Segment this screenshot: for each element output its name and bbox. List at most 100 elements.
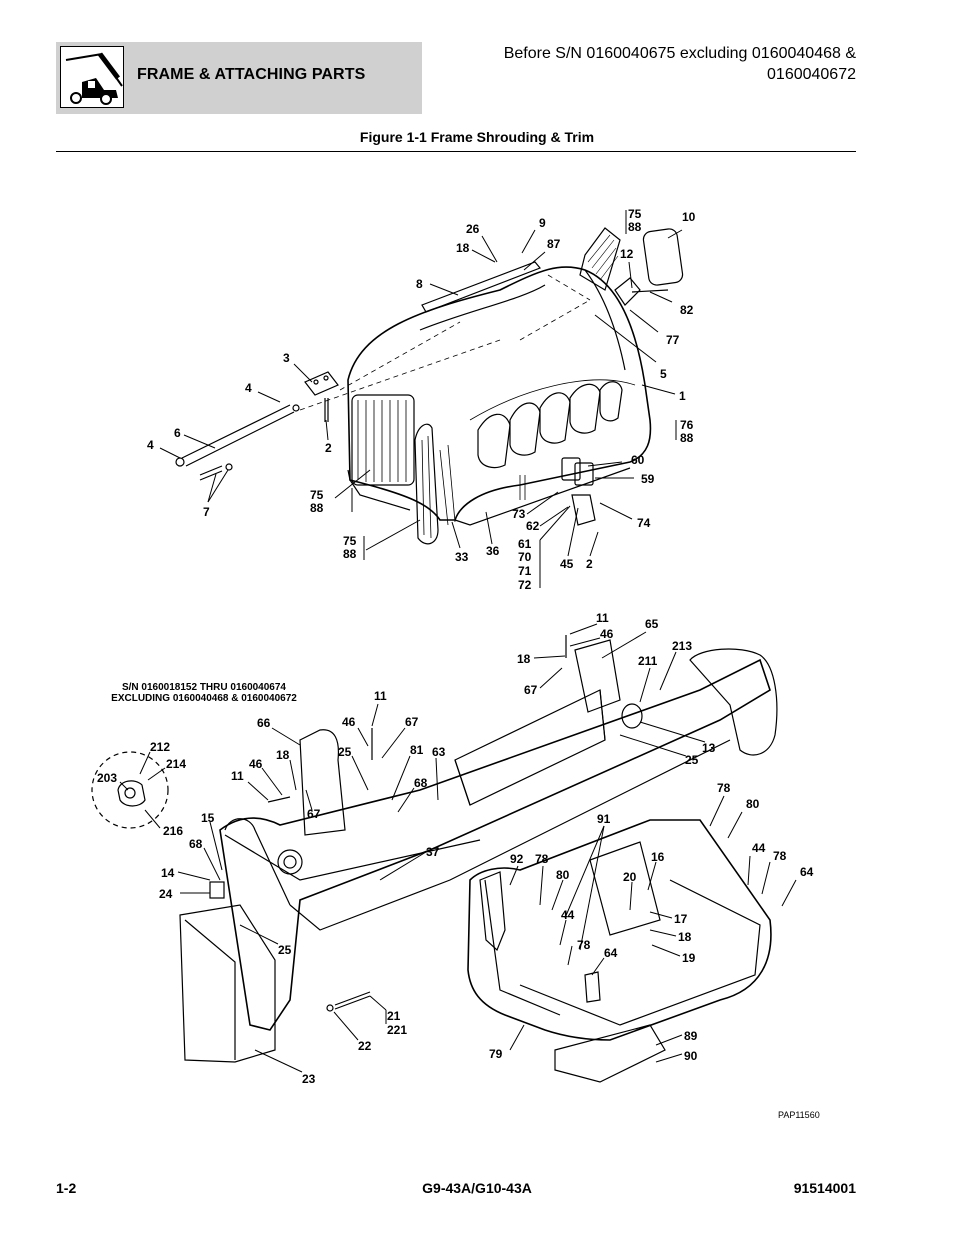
- callout: 1: [679, 389, 686, 403]
- header-rule: [56, 151, 856, 152]
- callout: 44: [752, 841, 766, 855]
- callout: 75: [343, 534, 357, 548]
- callout: 82: [680, 303, 694, 317]
- callout: 88: [343, 547, 357, 561]
- callout: 90: [684, 1049, 698, 1063]
- callout: 18: [678, 930, 692, 944]
- callout: 16: [651, 850, 665, 864]
- callout: 76: [680, 418, 694, 432]
- callout: 4: [245, 381, 252, 395]
- callout: 25: [278, 943, 292, 957]
- callout: 12: [620, 247, 634, 261]
- callout: 5: [660, 367, 667, 381]
- callout: 77: [666, 333, 680, 347]
- callout: 88: [310, 501, 324, 515]
- callout: 78: [717, 781, 731, 795]
- callout: 75: [310, 488, 324, 502]
- callout: 92: [510, 852, 524, 866]
- callout: 79: [489, 1047, 503, 1061]
- callout: 44: [561, 908, 575, 922]
- callout: 213: [672, 639, 692, 653]
- callout: 67: [524, 683, 538, 697]
- callout: 11: [231, 769, 244, 783]
- callout: 74: [637, 516, 651, 530]
- callout: 65: [645, 617, 659, 631]
- callout: 18: [456, 241, 470, 255]
- callout: 88: [680, 431, 694, 445]
- serial-note-line1: Before S/N 0160040675 excluding 01600404…: [503, 45, 856, 62]
- callout: 59: [641, 472, 655, 486]
- leader-lines: [119, 210, 797, 1073]
- callout: 71: [518, 564, 532, 578]
- callout: 45: [560, 557, 574, 571]
- footer-page-number: 1-2: [56, 1180, 77, 1196]
- callout: 20: [623, 870, 637, 884]
- callout: 73: [512, 507, 526, 521]
- serial-note-line2: 0160040672: [767, 66, 856, 83]
- callout: 33: [455, 550, 469, 564]
- callout: 8: [416, 277, 423, 291]
- callout: 15: [201, 811, 215, 825]
- callout: 11: [596, 611, 609, 625]
- callout: 216: [163, 824, 183, 838]
- callout: 2: [586, 557, 593, 571]
- callout: 81: [410, 743, 424, 757]
- callout: 18: [276, 748, 290, 762]
- serial-range-line1: S/N 0160018152 THRU 0160040674: [121, 682, 286, 693]
- callout: 2: [325, 441, 332, 455]
- footer-model: G9-43A/G10-43A: [422, 1180, 532, 1196]
- footer-manual-number: 91514001: [793, 1180, 856, 1196]
- callout: 6: [174, 426, 181, 440]
- callout: 46: [600, 627, 614, 641]
- callout: 18: [517, 652, 531, 666]
- callout: 62: [526, 519, 540, 533]
- callout: 75: [628, 207, 642, 221]
- callout: 91: [597, 812, 611, 826]
- callout: 221: [387, 1023, 407, 1037]
- frame-assembly: [91, 635, 778, 1083]
- callout: 61: [518, 537, 532, 551]
- serial-note: Before S/N 0160040675 excluding 01600404…: [396, 43, 856, 85]
- callout: 22: [358, 1039, 372, 1053]
- callout: 68: [414, 776, 428, 790]
- figure-title: Figure 1-1 Frame Shrouding & Trim: [359, 129, 595, 145]
- callout: 10: [682, 210, 696, 224]
- callout: 13: [702, 741, 716, 755]
- callout: 3: [283, 351, 290, 365]
- callout: 21: [387, 1009, 401, 1023]
- callout: 26: [466, 222, 480, 236]
- callout: 19: [682, 951, 696, 965]
- callout: 66: [257, 716, 271, 730]
- section-title: FRAME & ATTACHING PARTS: [137, 66, 366, 83]
- callout: 72: [518, 578, 532, 592]
- callout: 7: [203, 505, 210, 519]
- callout: 212: [150, 740, 170, 754]
- callout: 80: [746, 797, 760, 811]
- drawing-id: PAP11560: [778, 1110, 820, 1120]
- callout: 25: [338, 745, 352, 759]
- callout: 17: [674, 912, 688, 926]
- callout: 89: [684, 1029, 698, 1043]
- callout: 80: [556, 868, 570, 882]
- callout: 37: [426, 845, 440, 859]
- callout: 46: [249, 757, 263, 771]
- callout: 60: [631, 453, 645, 467]
- callout: 64: [800, 865, 814, 879]
- callout: 88: [628, 220, 642, 234]
- callout: 24: [159, 887, 173, 901]
- callout: 67: [307, 807, 321, 821]
- callout: 67: [405, 715, 419, 729]
- callout: 11: [374, 689, 387, 703]
- callout: 9: [539, 216, 546, 230]
- callout: 203: [97, 771, 117, 785]
- callout: 46: [342, 715, 356, 729]
- serial-range-note: S/N 0160018152 THRU 0160040674 EXCLUDING…: [64, 682, 344, 704]
- callout: 78: [773, 849, 787, 863]
- callout: 14: [161, 866, 175, 880]
- callout: 211: [638, 654, 658, 668]
- top-hood-assembly: [175, 227, 684, 545]
- callout: 23: [302, 1072, 316, 1086]
- telehandler-icon: [60, 46, 124, 108]
- callout: 63: [432, 745, 446, 759]
